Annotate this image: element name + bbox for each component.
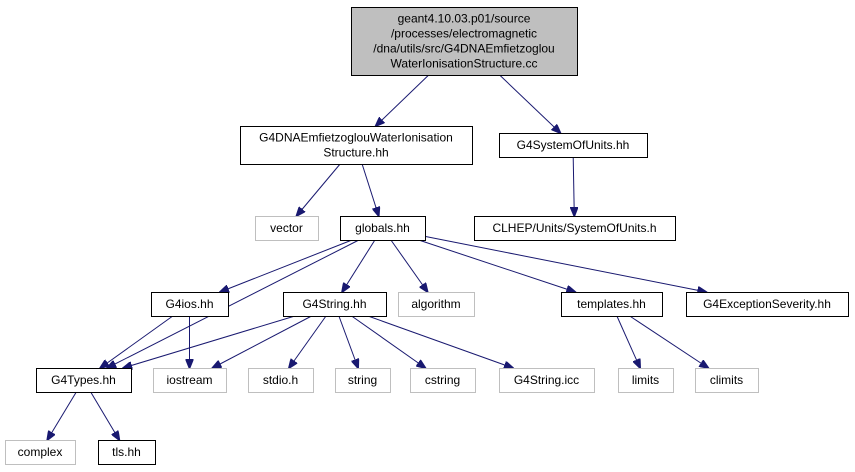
edge-root-to-structure_hh: [376, 74, 430, 126]
nodes: geant4.10.03.p01/source/processes/electr…: [5, 7, 849, 465]
node-box-globals_hh: [340, 216, 426, 241]
node-label-g4ios_hh-line-0: G4ios.hh: [165, 297, 213, 311]
node-box-tls_hh: [98, 440, 156, 465]
node-box-g4ios_hh: [151, 292, 229, 317]
node-label-tls_hh-line-0: tls.hh: [112, 445, 141, 459]
node-g4types_hh[interactable]: G4Types.hh: [36, 368, 132, 393]
node-box-string: [335, 368, 391, 393]
edge-structure_hh-to-vector: [297, 163, 341, 216]
node-label-exception_severity_hh-line-0: G4ExceptionSeverity.hh: [703, 297, 831, 311]
edge-globals_hh-to-templates_hh: [418, 239, 576, 292]
node-box-g4string_icc: [499, 368, 595, 393]
node-box-vector: [255, 216, 319, 241]
node-string: string: [335, 368, 391, 393]
node-cstring: cstring: [410, 368, 476, 393]
edge-globals_hh-to-g4ios_hh: [220, 239, 353, 292]
node-limits: limits: [618, 368, 674, 393]
node-templates_hh[interactable]: templates.hh: [561, 292, 663, 317]
node-tls_hh[interactable]: tls.hh: [98, 440, 156, 465]
node-label-g4string_hh-line-0: G4String.hh: [302, 297, 366, 311]
node-label-structure_hh-line-0: G4DNAEmfietzoglouWaterIonisation: [259, 131, 453, 145]
edge-g4ios_hh-to-g4types_hh: [100, 315, 174, 368]
node-box-templates_hh: [561, 292, 663, 317]
node-g4ios_hh[interactable]: G4ios.hh: [151, 292, 229, 317]
node-label-root-line-0: geant4.10.03.p01/source: [398, 12, 531, 26]
edge-globals_hh-to-g4string_hh: [342, 239, 376, 292]
node-box-g4types_hh: [36, 368, 132, 393]
node-iostream: iostream: [153, 368, 227, 393]
edge-root-to-system_of_units_hh: [499, 74, 561, 133]
node-box-stdio_h: [248, 368, 314, 393]
edge-g4string_hh-to-cstring: [351, 315, 426, 368]
node-box-structure_hh: [240, 126, 473, 165]
node-label-cstring-line-0: cstring: [425, 373, 460, 387]
edge-globals_hh-to-exception_severity_hh: [424, 235, 706, 292]
edge-g4string_hh-to-string: [338, 315, 358, 368]
node-box-climits: [695, 368, 759, 393]
node-clhep_units[interactable]: CLHEP/Units/SystemOfUnits.h: [474, 216, 676, 241]
node-structure_hh[interactable]: G4DNAEmfietzoglouWaterIonisationStructur…: [240, 126, 473, 165]
node-box-system_of_units_hh: [499, 133, 648, 158]
node-climits: climits: [695, 368, 759, 393]
edge-system_of_units_hh-to-clhep_units: [573, 156, 574, 216]
node-box-complex: [5, 440, 76, 465]
node-g4string_icc: G4String.icc: [499, 368, 595, 393]
node-box-cstring: [410, 368, 476, 393]
node-root[interactable]: geant4.10.03.p01/source/processes/electr…: [351, 7, 578, 76]
edge-globals_hh-to-algorithm: [390, 239, 428, 292]
node-exception_severity_hh[interactable]: G4ExceptionSeverity.hh: [686, 292, 849, 317]
node-label-vector-line-0: vector: [270, 221, 303, 235]
node-g4string_hh[interactable]: G4String.hh: [283, 292, 387, 317]
node-system_of_units_hh[interactable]: G4SystemOfUnits.hh: [499, 133, 648, 158]
edge-g4string_hh-to-g4string_icc: [367, 315, 513, 368]
node-label-stdio_h-line-0: stdio.h: [263, 373, 298, 387]
edges: [47, 74, 709, 440]
node-label-system_of_units_hh-line-0: G4SystemOfUnits.hh: [517, 138, 630, 152]
node-label-climits-line-0: climits: [710, 373, 743, 387]
node-box-clhep_units: [474, 216, 676, 241]
edge-g4string_hh-to-g4types_hh: [123, 315, 296, 368]
edge-templates_hh-to-climits: [629, 315, 709, 368]
node-algorithm: algorithm: [398, 292, 475, 317]
node-label-g4types_hh-line-0: G4Types.hh: [51, 373, 116, 387]
node-label-g4string_icc-line-0: G4String.icc: [514, 373, 579, 387]
node-label-templates_hh-line-0: templates.hh: [577, 297, 646, 311]
node-label-root-line-1: /processes/electromagnetic: [391, 27, 537, 41]
node-label-globals_hh-line-0: globals.hh: [355, 221, 410, 235]
node-label-structure_hh-line-1: Structure.hh: [323, 146, 388, 160]
edge-g4types_hh-to-tls_hh: [90, 391, 120, 440]
node-box-exception_severity_hh: [686, 292, 849, 317]
node-globals_hh[interactable]: globals.hh: [340, 216, 426, 241]
node-box-root: [351, 7, 578, 76]
node-box-limits: [618, 368, 674, 393]
node-box-algorithm: [398, 292, 475, 317]
node-vector: vector: [255, 216, 319, 241]
node-label-root-line-2: /dna/utils/src/G4DNAEmfietzoglou: [373, 42, 554, 56]
node-box-g4string_hh: [283, 292, 387, 317]
node-label-iostream-line-0: iostream: [166, 373, 212, 387]
node-label-algorithm-line-0: algorithm: [411, 297, 460, 311]
node-label-string-line-0: string: [348, 373, 377, 387]
edge-g4string_hh-to-stdio_h: [289, 315, 327, 368]
edge-templates_hh-to-limits: [616, 315, 640, 368]
node-box-iostream: [153, 368, 227, 393]
node-label-root-line-3: WaterIonisationStructure.cc: [391, 57, 538, 71]
node-complex: complex: [5, 440, 76, 465]
node-label-clhep_units-line-0: CLHEP/Units/SystemOfUnits.h: [492, 221, 656, 235]
node-label-complex-line-0: complex: [18, 445, 63, 459]
edge-structure_hh-to-globals_hh: [361, 163, 379, 216]
edge-g4string_hh-to-iostream: [212, 315, 312, 368]
edge-globals_hh-to-g4types_hh: [107, 239, 360, 368]
edge-g4types_hh-to-complex: [47, 391, 77, 440]
node-stdio_h: stdio.h: [248, 368, 314, 393]
node-label-limits-line-0: limits: [632, 373, 659, 387]
